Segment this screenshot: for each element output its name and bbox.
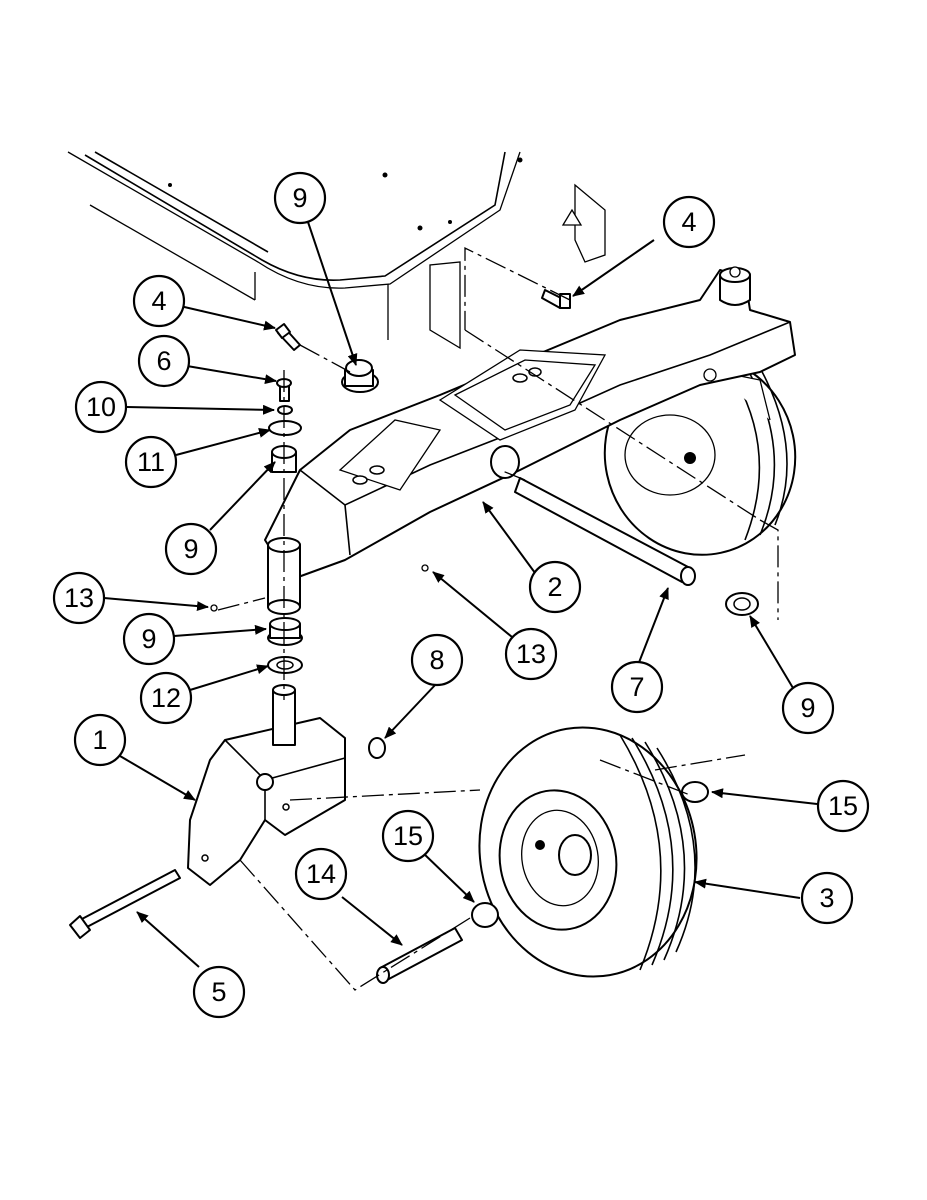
svg-text:9: 9 <box>183 534 198 564</box>
svg-text:7: 7 <box>629 672 644 702</box>
callout-7: 7 <box>610 660 664 714</box>
caster-arm-icon <box>264 266 796 581</box>
svg-text:6: 6 <box>156 346 171 376</box>
callout-10: 10 <box>74 380 128 434</box>
svg-text:10: 10 <box>86 392 116 422</box>
svg-text:9: 9 <box>292 183 307 213</box>
callout-14: 14 <box>294 847 348 901</box>
svg-text:14: 14 <box>306 859 336 889</box>
svg-text:13: 13 <box>516 639 546 669</box>
callout-6: 6 <box>137 334 191 388</box>
svg-text:11: 11 <box>137 447 165 477</box>
callout-15-right: 15 <box>816 779 870 833</box>
callout-15-left: 15 <box>381 809 435 863</box>
callout-9-top: 9 <box>164 522 218 576</box>
callout-4-arm: 4 <box>132 274 186 328</box>
svg-text:15: 15 <box>828 791 858 821</box>
callout-5: 5 <box>192 965 246 1019</box>
svg-text:8: 8 <box>429 645 444 675</box>
svg-text:9: 9 <box>141 624 156 654</box>
callout-12: 12 <box>139 671 193 725</box>
svg-text:4: 4 <box>151 286 166 316</box>
svg-text:15: 15 <box>393 821 423 851</box>
callout-13-arm: 13 <box>504 627 558 681</box>
callout-9-bottom: 9 <box>122 612 176 666</box>
svg-text:13: 13 <box>64 583 94 613</box>
axle-tube-icon <box>514 477 696 586</box>
callout-13-pivot: 13 <box>52 571 106 625</box>
callout-3: 3 <box>800 871 854 925</box>
svg-text:2: 2 <box>547 572 562 602</box>
callout-1: 1 <box>73 713 127 767</box>
callout-9-arm: 9 <box>781 681 835 735</box>
svg-text:4: 4 <box>681 207 696 237</box>
leader-lines <box>103 221 818 968</box>
callout-8: 8 <box>410 633 464 687</box>
callout-2: 2 <box>528 560 582 614</box>
callout-4-deck: 4 <box>662 195 716 249</box>
center-lines <box>217 246 779 991</box>
svg-text:9: 9 <box>800 693 815 723</box>
grease-fitting-icon <box>210 564 429 612</box>
pivot-bolt-icon <box>69 289 571 939</box>
svg-text:12: 12 <box>151 683 181 713</box>
svg-text:5: 5 <box>211 977 226 1007</box>
svg-text:3: 3 <box>819 883 834 913</box>
callout-9-deck: 9 <box>273 171 327 225</box>
caster-fork-icon <box>187 684 386 886</box>
caster-wheel-icon <box>376 726 709 984</box>
callout-11: 11 <box>124 435 178 489</box>
svg-text:1: 1 <box>92 725 107 755</box>
